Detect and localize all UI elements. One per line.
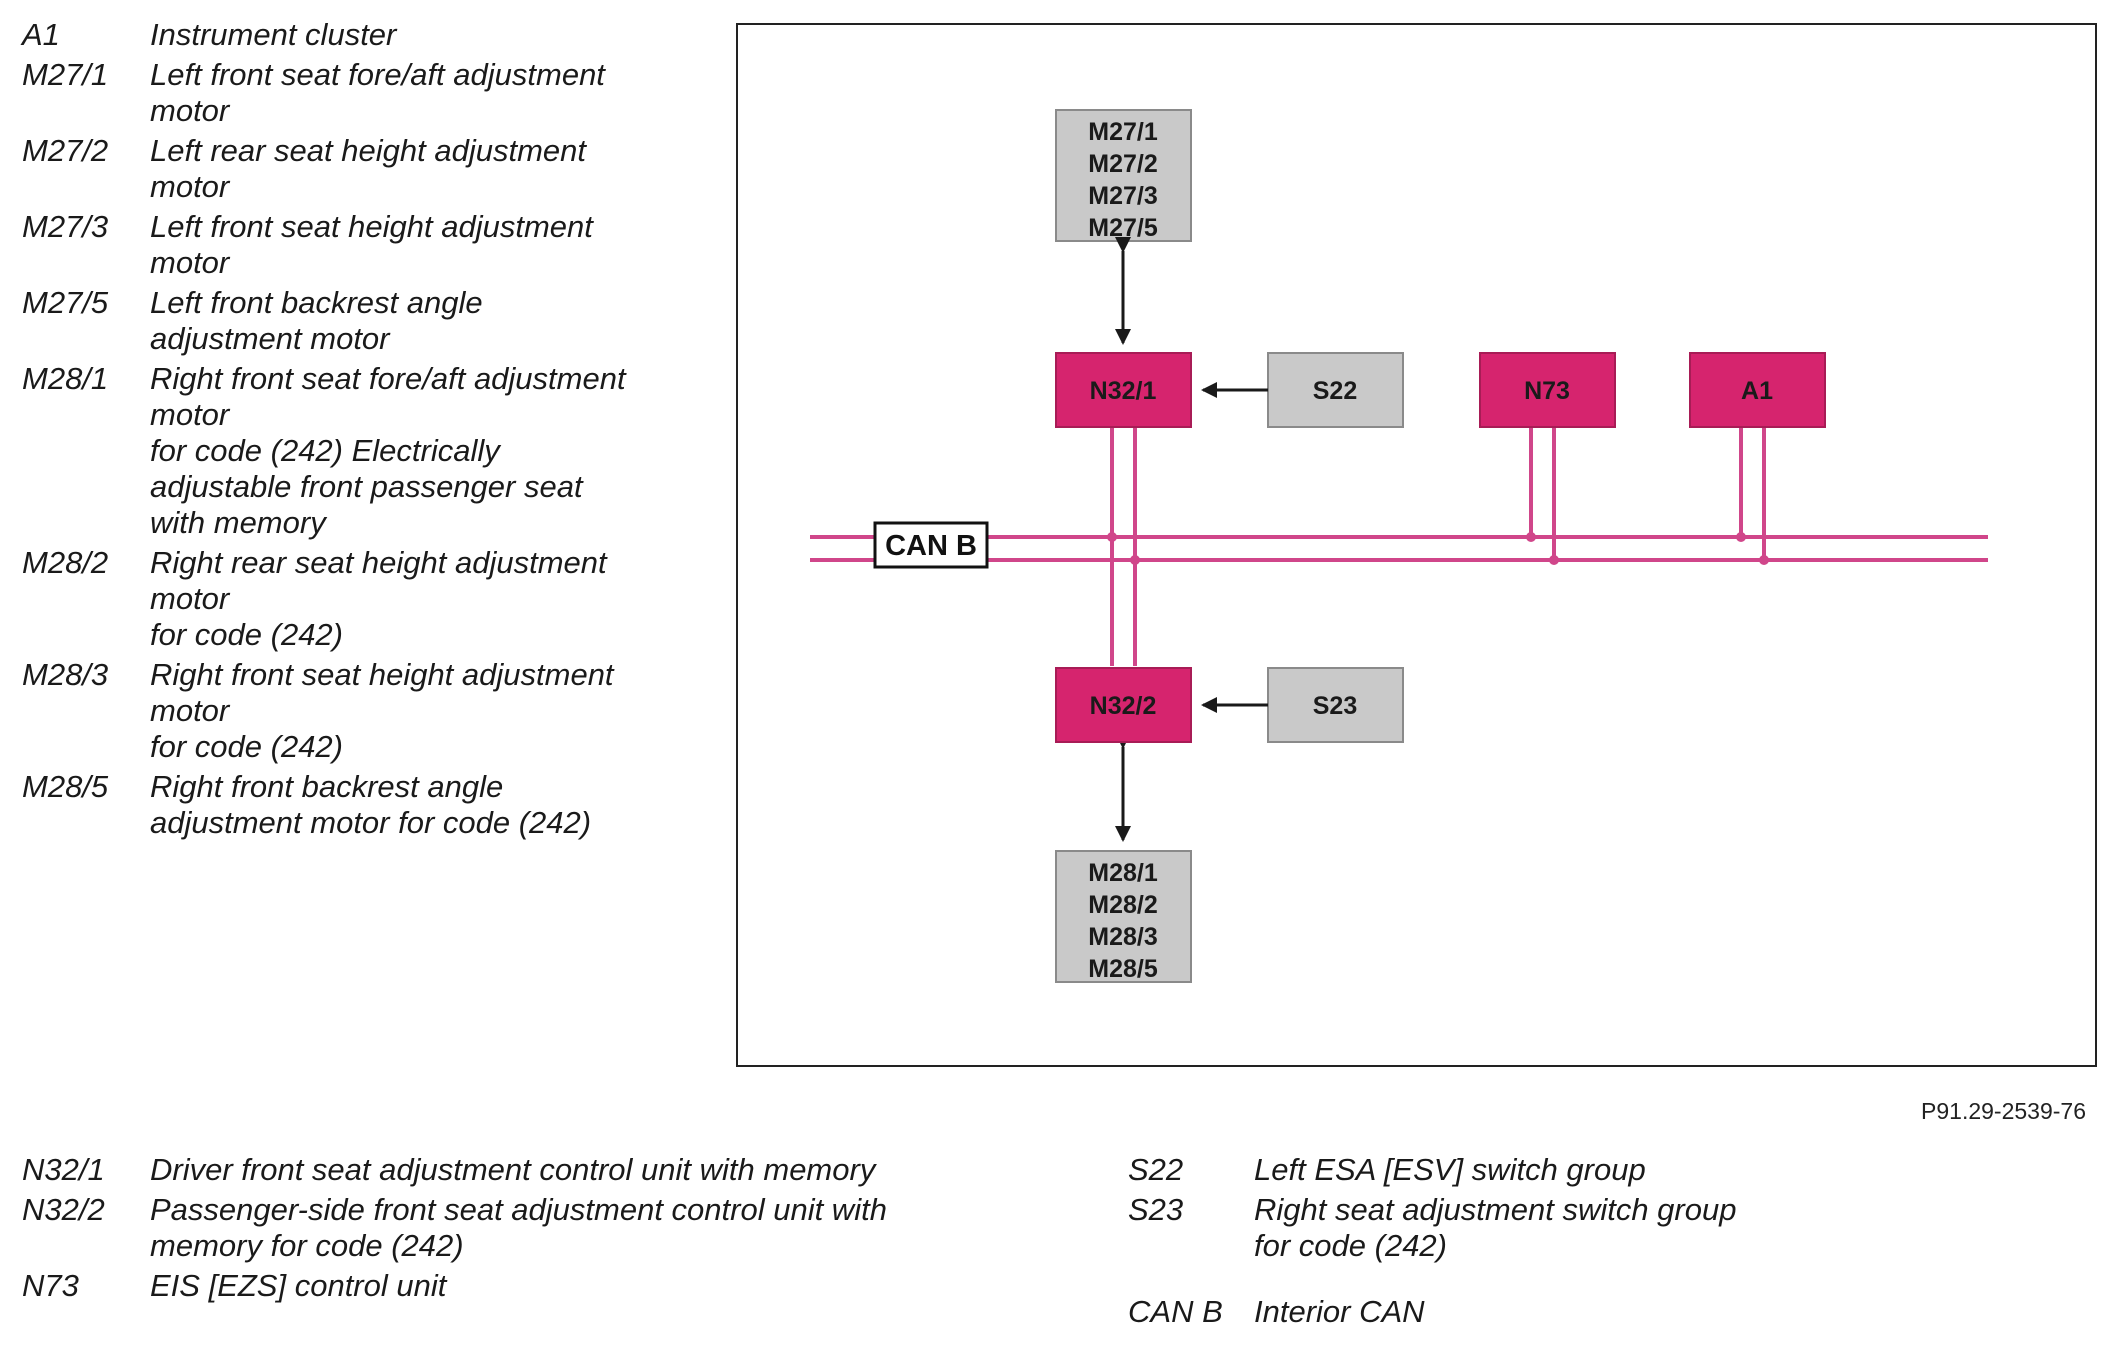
legend-code: M28/5 <box>22 769 109 804</box>
legend-description: Left front seat height adjustment motor <box>150 209 593 280</box>
a1-box: A1 <box>1689 352 1826 428</box>
legend-row: S22 Left ESA [ESV] switch group <box>1128 1152 1948 1188</box>
n32-2-label: N32/2 <box>1090 692 1157 720</box>
legend-row: M27/1 Left front seat fore/aft adjustment… <box>22 57 662 129</box>
legend-code: CAN B <box>1128 1294 1223 1329</box>
legend-code: S22 <box>1128 1152 1184 1187</box>
legend-description: Right front seat height adjustment motor… <box>150 657 614 764</box>
legend-code: S23 <box>1128 1192 1184 1227</box>
legend-row: M28/1 Right front seat fore/aft adjustmen… <box>22 361 662 541</box>
legend-row: A1 Instrument cluster <box>22 17 662 53</box>
junction-dot <box>1130 555 1140 565</box>
legend-bottom-left: N32/1 Driver front seat adjustment contro… <box>22 1152 1002 1308</box>
legend-code: M28/3 <box>22 657 109 692</box>
motor-label: M27/5 <box>1088 214 1158 242</box>
motor-label: M28/3 <box>1088 923 1157 951</box>
legend-code: M27/2 <box>22 133 109 168</box>
legend-row: M28/2 Right rear seat height adjustment m… <box>22 545 662 653</box>
s23-label: S23 <box>1313 692 1357 720</box>
legend-row: M27/3 Left front seat height adjustment m… <box>22 209 662 281</box>
legend-description: Instrument cluster <box>150 17 397 52</box>
legend-description: Left front seat fore/aft adjustment moto… <box>150 57 605 128</box>
legend-row: M27/5 Left front backrest angle adjustmen… <box>22 285 662 357</box>
legend-code: A1 <box>22 17 60 52</box>
legend-description: Right rear seat height adjustment motor … <box>150 545 607 652</box>
legend-code: M27/1 <box>22 57 109 92</box>
legend-row: N73 EIS [EZS] control unit <box>22 1268 1002 1304</box>
s22-box: S22 <box>1267 352 1404 428</box>
motor-label: M27/1 <box>1088 118 1158 146</box>
junction-dot <box>1759 555 1769 565</box>
junction-dot <box>1736 532 1746 542</box>
can-b-label: CAN B <box>885 530 977 562</box>
junction-dot <box>1526 532 1536 542</box>
motors-right-box: M28/1 M28/2 M28/3 M28/5 <box>1055 850 1192 983</box>
a1-label: A1 <box>1741 377 1773 405</box>
s23-box: S23 <box>1267 667 1404 743</box>
motor-label: M27/3 <box>1088 182 1157 210</box>
legend-row: M28/5 Right front backrest angle adjustme… <box>22 769 662 841</box>
legend-description: EIS [EZS] control unit <box>150 1268 447 1303</box>
legend-row: CAN B Interior CAN <box>1128 1294 1948 1330</box>
legend-row: S23 Right seat adjustment switch group fo… <box>1128 1192 1948 1264</box>
legend-description: Passenger-side front seat adjustment con… <box>150 1192 887 1263</box>
legend-code: M28/1 <box>22 361 109 396</box>
legend-code: N73 <box>22 1268 79 1303</box>
can-b-label-box: CAN B <box>873 521 989 569</box>
legend-code: N32/1 <box>22 1152 105 1187</box>
legend-code: N32/2 <box>22 1192 105 1227</box>
legend-code: M27/5 <box>22 285 109 320</box>
legend-description: Driver front seat adjustment control uni… <box>150 1152 876 1187</box>
motor-label: M28/1 <box>1088 859 1158 887</box>
legend-description: Right front seat fore/aft adjustment mot… <box>150 361 626 540</box>
legend-row: M28/3 Right front seat height adjustment … <box>22 657 662 765</box>
n73-box: N73 <box>1479 352 1616 428</box>
legend-description: Left front backrest angle adjustment mot… <box>150 285 483 356</box>
n73-label: N73 <box>1524 377 1570 405</box>
motor-label: M27/2 <box>1088 150 1157 178</box>
legend-code: M27/3 <box>22 209 109 244</box>
legend-row: M27/2 Left rear seat height adjustment mo… <box>22 133 662 205</box>
n32-1-label: N32/1 <box>1090 377 1157 405</box>
s22-label: S22 <box>1313 377 1357 405</box>
can-bus-diagram: CAN B M27/1 M27/2 M27/3 M27/5 <box>810 109 1988 983</box>
legend-row: N32/2 Passenger-side front seat adjustmen… <box>22 1192 1002 1264</box>
legend-description: Left rear seat height adjustment motor <box>150 133 586 204</box>
legend-description: Right front backrest angle adjustment mo… <box>150 769 592 840</box>
legend-description: Right seat adjustment switch group for c… <box>1254 1192 1737 1263</box>
figure-reference: P91.29-2539-76 <box>1921 1098 2086 1124</box>
diagram-frame: CAN B M27/1 M27/2 M27/3 M27/5 <box>736 23 2097 1067</box>
legend-row: N32/1 Driver front seat adjustment contro… <box>22 1152 1002 1188</box>
legend-description: Interior CAN <box>1254 1294 1425 1329</box>
legend-description: Left ESA [ESV] switch group <box>1254 1152 1646 1187</box>
junction-dot <box>1107 532 1117 542</box>
n32-2-box: N32/2 <box>1055 667 1192 743</box>
legend-code: M28/2 <box>22 545 109 580</box>
junction-dot <box>1549 555 1559 565</box>
motor-label: M28/2 <box>1088 891 1157 919</box>
n32-1-box: N32/1 <box>1055 352 1192 428</box>
motors-left-box: M27/1 M27/2 M27/3 M27/5 <box>1055 109 1192 242</box>
motor-label: M28/5 <box>1088 955 1158 983</box>
